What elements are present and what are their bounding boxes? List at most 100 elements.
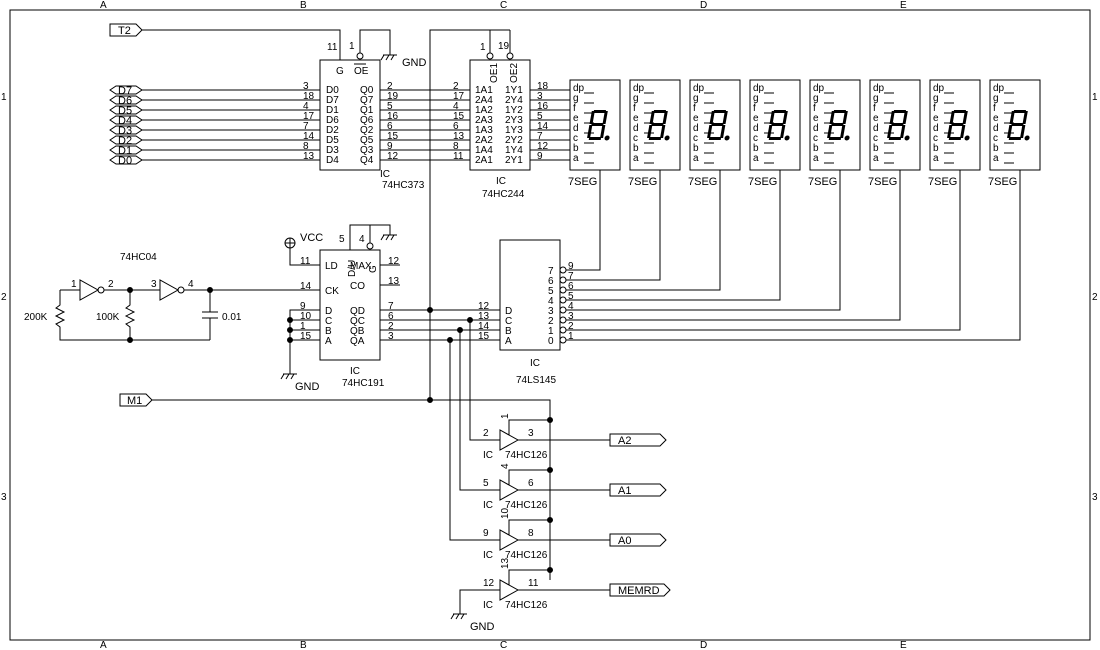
pin-number: 4 — [359, 234, 365, 245]
pin-number: 4 — [500, 463, 511, 469]
segment-pin-label: g — [633, 93, 639, 104]
enable-wire — [508, 469, 550, 485]
gnd-label: GND — [295, 381, 320, 393]
pin-number: 7 — [568, 271, 574, 282]
frame-col-top: B — [300, 0, 307, 11]
segment — [962, 111, 968, 124]
pin-number: 13 — [388, 276, 400, 287]
segment-pin-label: c — [993, 133, 998, 144]
segment-pin-label: d — [753, 123, 759, 134]
segment-pin-label: g — [753, 93, 759, 104]
segment-pin-label: dp — [873, 83, 885, 94]
segment — [902, 111, 908, 124]
segment-pin-label: a — [573, 153, 579, 164]
pin-label: 1Y1 — [505, 85, 523, 96]
bus-port-label: D7 — [118, 85, 132, 97]
ic-name: 74HC126 — [505, 450, 548, 461]
ic-name: 74HC191 — [342, 378, 385, 389]
segment-pin-label: g — [693, 93, 699, 104]
segment — [602, 111, 608, 124]
pin-number: 1 — [71, 279, 77, 290]
pin-number: 11 — [300, 256, 311, 267]
pin-label: C — [505, 316, 512, 327]
segment — [960, 125, 966, 138]
frame-col-top: E — [900, 0, 907, 11]
junction — [547, 467, 553, 473]
segment-pin-label: f — [753, 103, 756, 114]
segment-pin-label: f — [993, 103, 996, 114]
segment — [888, 137, 902, 140]
display-body — [809, 79, 861, 171]
decoder-wire — [566, 170, 781, 301]
pin-number: 4 — [453, 101, 459, 112]
output-ports: A2 A1 A0 MEMRD — [609, 433, 671, 597]
gnd-label: GND — [402, 57, 427, 69]
resistor-label: 200K — [24, 312, 48, 323]
decimal-point — [724, 135, 730, 141]
inverting-bubble — [559, 266, 567, 274]
gate-name: 74HC04 — [120, 252, 157, 263]
segment-pin-label: c — [633, 133, 638, 144]
pin-number: 5 — [568, 291, 574, 302]
pin-label: 2A4 — [475, 95, 493, 106]
pin-number: 1 — [300, 321, 306, 332]
pin-label: D5 — [326, 135, 339, 146]
pin-number: 4 — [303, 101, 309, 112]
segment — [1011, 123, 1024, 126]
display-label: 7SEG — [808, 176, 837, 188]
frame-col-top: D — [700, 0, 707, 11]
pin-label: A — [505, 336, 512, 347]
pin-label: MAX — [350, 261, 372, 272]
segment — [1022, 111, 1028, 124]
bus-port-label: D4 — [118, 115, 132, 127]
bus-port-label: D1 — [118, 145, 132, 157]
enable-wire — [508, 419, 550, 435]
pin-number: 9 — [387, 141, 393, 152]
display-label: 7SEG — [748, 176, 777, 188]
segment — [720, 125, 726, 138]
pin-label: A — [325, 336, 332, 347]
pin-number: 6 — [387, 121, 393, 132]
segment-pin-label: b — [693, 143, 699, 154]
segment — [651, 123, 664, 126]
resistor-label: 100K — [96, 312, 120, 323]
display-body — [989, 79, 1041, 171]
pin-number: 4 — [568, 301, 574, 312]
pin-number: 1 — [349, 41, 355, 52]
segment — [708, 137, 722, 140]
pin-number: 12 — [478, 301, 490, 312]
frame-col-bottom: C — [500, 640, 507, 650]
seven-segment-displays: dpgfedcba7SEGdpgfedcba7SEGdpgfedcba7SEGd… — [568, 79, 1041, 188]
pin-label: D0 — [326, 85, 339, 96]
gnd-label: GND — [470, 621, 495, 633]
frame-row-left: 3 — [1, 492, 7, 503]
port-memrd-label: MEMRD — [618, 585, 660, 597]
pin-label: CK — [325, 286, 339, 297]
segment — [711, 123, 724, 126]
pin-number: 19 — [387, 91, 399, 102]
segment — [827, 125, 833, 138]
frame-row-left: 1 — [1, 92, 7, 103]
segment-pin-label: f — [633, 103, 636, 114]
segment-pin-label: d — [993, 123, 999, 134]
segment — [833, 110, 846, 113]
pin-label: 1A2 — [475, 105, 493, 116]
ic-name: 74LS145 — [516, 375, 556, 386]
junction — [547, 417, 553, 423]
segment-pin-label: d — [813, 123, 819, 134]
pin-number: 11 — [327, 42, 338, 53]
frame-row-left: 2 — [1, 292, 7, 303]
pin-label: D1 — [326, 105, 339, 116]
decimal-point — [844, 135, 850, 141]
pin-number: 11 — [528, 578, 539, 589]
segment-pin-label: c — [693, 133, 698, 144]
enable-wire — [508, 569, 550, 585]
segment — [660, 125, 666, 138]
pin-number: 15 — [453, 111, 465, 122]
segment-pin-label: e — [753, 113, 759, 124]
decimal-point — [664, 135, 670, 141]
display-label: 7SEG — [988, 176, 1017, 188]
frame-col-top: A — [100, 0, 107, 11]
